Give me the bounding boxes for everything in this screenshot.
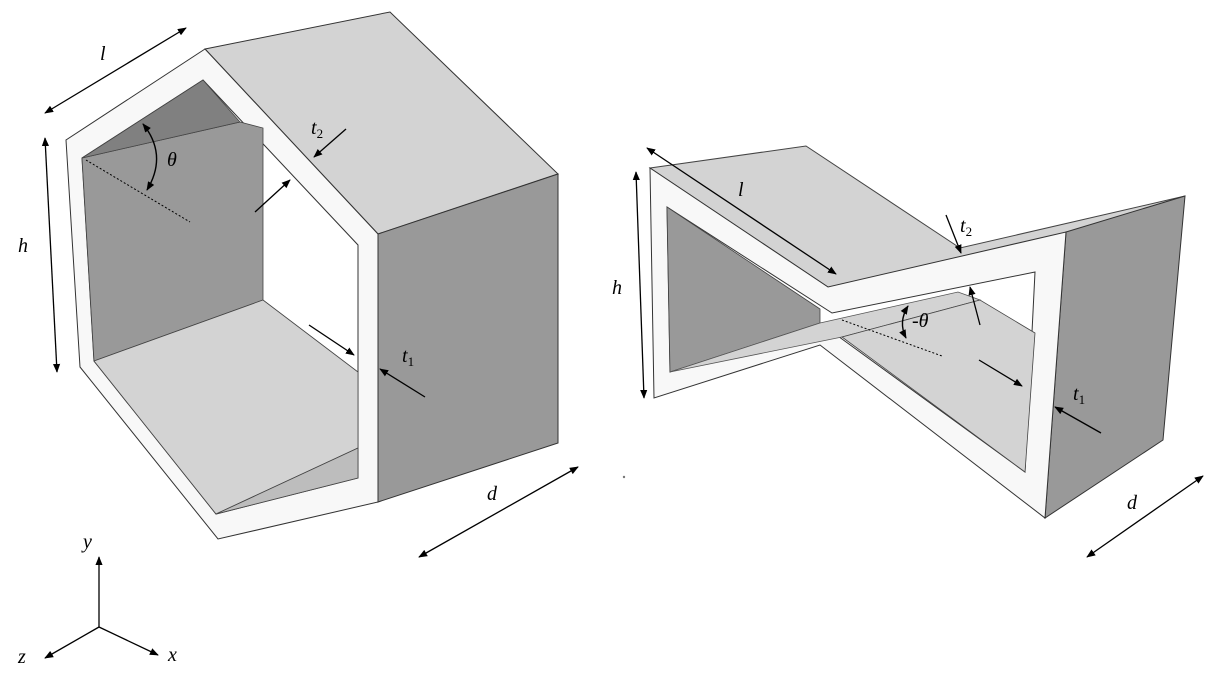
hexagon-label-d: d (487, 483, 498, 505)
z-axis-arrow (44, 626, 100, 659)
reentrant-inner-floor-right (841, 299, 1036, 473)
hexagon-label-t2: t2 (311, 117, 323, 141)
hexagon-t2-arrow-outer (313, 128, 347, 158)
stray-dot (622, 475, 626, 479)
hexagon-t1-arrow-outer (379, 368, 426, 398)
hexagon-theta-reference-line (85, 159, 191, 223)
hexagon-inner-ceiling (81, 79, 241, 159)
reentrant-label-d: d (1127, 492, 1138, 514)
reentrant-label-t2: t2 (960, 215, 972, 239)
reentrant-h-dimension-arrow (632, 171, 648, 399)
hexagon-t1-arrow-inner (308, 324, 355, 356)
hexagon-inner-floor (93, 299, 359, 515)
hexagon-h-dimension-arrow (41, 137, 61, 373)
x-axis-arrow (98, 626, 159, 656)
hexagon-l-dimension-arrow (44, 27, 187, 114)
axis-label-x: x (167, 644, 177, 666)
hexagon-t2-arrow-inner (254, 179, 291, 213)
hexagon-label-theta: θ (167, 149, 177, 171)
hexagon-label-h: h (18, 235, 28, 257)
reentrant-t1-arrow-inner (978, 359, 1023, 387)
hexagon-cell: l h d θ t2 t1 (18, 11, 579, 558)
hexagon-label-t1: t1 (402, 345, 414, 369)
coordinate-axes: y x z (17, 531, 177, 668)
reentrant-d-dimension-arrow (1086, 475, 1204, 558)
hexagon-d-dimension-arrow (418, 466, 579, 558)
reentrant-t1-arrow-outer (1054, 406, 1102, 434)
reentrant-theta-reference-line (841, 319, 943, 357)
reentrant-l-dimension-arrow (646, 147, 837, 275)
hexagon-label-l: l (100, 43, 106, 65)
reentrant-t2-arrow-inner (968, 286, 981, 326)
reentrant-label-t1: t1 (1073, 383, 1085, 407)
reentrant-theta-arc (899, 305, 909, 339)
reentrant-t2-arrow-outer (945, 214, 962, 254)
axis-label-z: z (17, 646, 26, 668)
hexagon-inner-bevel (215, 447, 359, 515)
reentrant-label-h: h (612, 277, 622, 299)
reentrant-right-face (1044, 195, 1186, 519)
reentrant-label-theta: -θ (912, 310, 929, 332)
axis-label-y: y (81, 531, 92, 553)
reentrant-label-l: l (738, 179, 744, 201)
reentrant-cell: l h d -θ t2 t1 (612, 145, 1204, 558)
hexagon-theta-arc (142, 123, 158, 191)
